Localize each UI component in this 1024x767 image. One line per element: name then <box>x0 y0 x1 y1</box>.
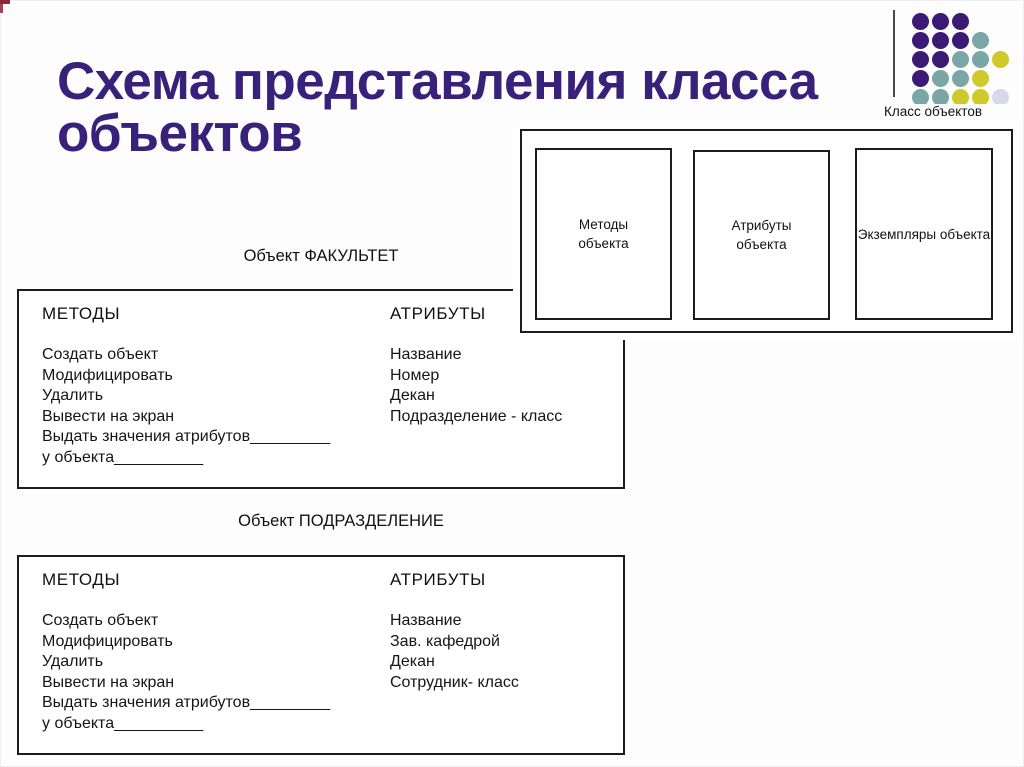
text-line: Декан <box>390 387 435 404</box>
dots-grid-decoration <box>912 13 1013 104</box>
text-line: Методы <box>578 217 629 232</box>
text-line: Сотрудник- класс <box>390 673 519 691</box>
purple-dot-icon <box>932 32 949 49</box>
yellow-dot-icon <box>972 70 989 87</box>
text-line: Подразделение - класс <box>390 407 563 425</box>
teal-dot-icon <box>912 89 929 104</box>
decoration-divider-line <box>893 10 895 97</box>
slide-title-line2: объектов <box>57 103 303 163</box>
text-line: Экземпляры объекта <box>857 226 991 242</box>
object-methods-box: Методы объекта <box>535 148 672 320</box>
purple-dot-icon <box>932 51 949 68</box>
faculty-caption: Объект ФАКУЛЬТЕТ <box>243 247 399 265</box>
text-line: объекта <box>736 237 787 252</box>
department-methods-header: МЕТОДЫ <box>42 570 121 589</box>
text-line: Вывести на экран <box>42 407 175 425</box>
object-attributes-box: Атрибуты объекта <box>693 150 830 320</box>
text-line: Выдать значения атрибутов_________ <box>42 428 331 445</box>
empty-dot-cell <box>992 32 1009 49</box>
text-line: объекта <box>578 236 629 251</box>
purple-dot-icon <box>952 13 969 30</box>
teal-dot-icon <box>952 70 969 87</box>
object-instances-box: Экземпляры объекта <box>855 148 993 320</box>
teal-dot-icon <box>932 70 949 87</box>
purple-dot-icon <box>912 51 929 68</box>
text-line: Удалить <box>42 387 104 404</box>
teal-dot-icon <box>952 51 969 68</box>
faculty-attributes-header: АТРИБУТЫ <box>390 304 486 323</box>
text-line: Название <box>390 346 462 363</box>
text-line: Декан <box>390 653 435 670</box>
text-line: у объекта__________ <box>42 448 204 466</box>
red-corner-mark-vertical <box>0 0 3 13</box>
department-caption: Объект ПОДРАЗДЕЛЕНИЕ <box>238 512 444 530</box>
text-line: Название <box>390 612 462 629</box>
department-attributes-header: АТРИБУТЫ <box>390 570 486 589</box>
purple-dot-icon <box>952 32 969 49</box>
teal-dot-icon <box>972 32 989 49</box>
purple-dot-icon <box>912 70 929 87</box>
purple-dot-icon <box>932 13 949 30</box>
teal-dot-icon <box>972 51 989 68</box>
yellow-dot-icon <box>972 89 989 104</box>
lavender-dot-icon <box>992 89 1009 104</box>
empty-dot-cell <box>992 13 1009 30</box>
text-line: Модифицировать <box>42 366 173 384</box>
text-line: Атрибуты <box>731 218 792 233</box>
purple-dot-icon <box>912 13 929 30</box>
red-corner-mark <box>0 0 10 4</box>
text-line: у объекта__________ <box>42 714 204 732</box>
object-class-diagram: Методы объекта Атрибуты объекта Экземпляры… <box>513 122 1020 340</box>
faculty-methods-header: МЕТОДЫ <box>42 304 121 323</box>
empty-dot-cell <box>972 13 989 30</box>
yellow-dot-icon <box>952 89 969 104</box>
text-line: Создать объект <box>42 346 159 363</box>
purple-dot-icon <box>912 32 929 49</box>
text-line: Номер <box>390 366 440 384</box>
text-line: Удалить <box>42 653 104 670</box>
slide-title-line1: Схема представления класса <box>57 51 818 111</box>
text-line: Зав. кафедрой <box>390 632 500 650</box>
yellow-dot-icon <box>992 51 1009 68</box>
text-line: Модифицировать <box>42 632 173 650</box>
text-line: Выдать значения атрибутов_________ <box>42 694 331 711</box>
decoration-caption: Класс объектов <box>884 104 983 119</box>
teal-dot-icon <box>932 89 949 104</box>
object-class-outer-box: Методы объекта Атрибуты объекта Экземпляры… <box>520 129 1013 333</box>
empty-dot-cell <box>992 70 1009 87</box>
text-line: Вывести на экран <box>42 673 175 691</box>
slide-title: Схема представления класса объектов <box>57 51 917 163</box>
text-line: Создать объект <box>42 612 159 629</box>
